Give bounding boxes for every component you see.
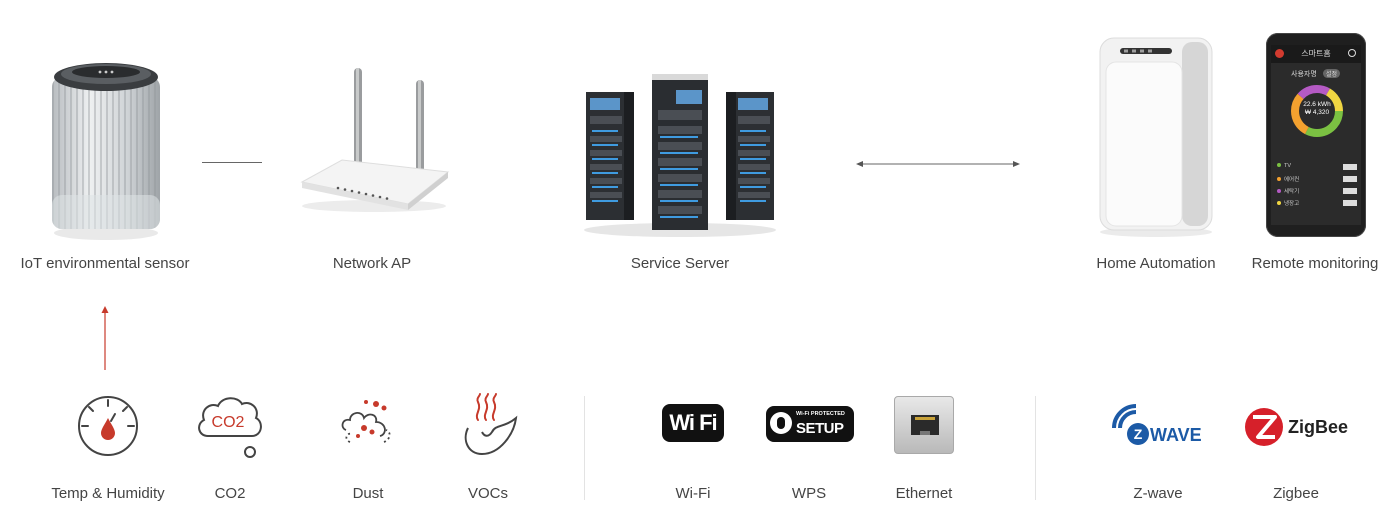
phone-device-list: TV 에어컨 세탁기 냉장고 [1277,163,1357,211]
vocs-label: VOCs [467,485,509,502]
network-ap-label: Network AP [332,255,412,272]
server-rack-center [652,74,708,230]
toggle[interactable] [1343,200,1357,206]
co2-icon: CO2 [194,392,266,460]
ethernet-port-icon [894,396,954,454]
server-home-double-arrow [856,158,1020,170]
home-automation-image [1096,34,1218,238]
list-item[interactable]: 세탁기 [1277,187,1357,199]
phone-screen: 스마트홈 사용자명 설정 22.6 kWh ₩ 4,320 TV 에어컨 세탁기… [1271,45,1361,225]
zigbee-label: Zigbee [1273,485,1319,502]
zwave-label: Z-wave [1133,485,1183,502]
zigbee-logo: ZigBee [1244,406,1352,448]
zigbee-logo-text: ZigBee [1288,417,1348,437]
phone-header-bar: 스마트홈 [1271,45,1361,63]
dust-icon [336,394,400,458]
service-server-label: Service Server [630,255,730,272]
toggle[interactable] [1343,176,1357,182]
wifi-logo: Wi Fi [662,404,724,442]
temp-humidity-icon [76,394,140,458]
iot-sensor-image [44,55,168,241]
phone-settings-icon [1348,49,1356,57]
power-icon [1275,49,1284,58]
wps-label: WPS [791,485,827,502]
wifi-label: Wi-Fi [675,485,711,502]
server-rack-right [726,92,774,220]
iot-sensor-label: IoT environmental sensor [20,255,190,272]
svg-text:Z: Z [1134,426,1143,442]
sensor-to-ap-line [202,162,262,163]
wps-key-icon [770,412,792,434]
wps-logo-top-text: Wi-Fi PROTECTED [796,411,845,417]
wifi-logo-text: Wi Fi [669,410,717,435]
ethernet-label: Ethernet [895,485,953,502]
phone-energy-value: 22.6 kWh [1303,101,1331,108]
separator-sensors-network [584,396,585,500]
zwave-logo-text: WAVE [1150,425,1202,445]
list-item[interactable]: 냉장고 [1277,199,1357,211]
vocs-icon [456,392,520,460]
co2-glyph: CO2 [212,414,245,431]
toggle[interactable] [1343,164,1357,170]
sensor-data-up-arrow [99,306,111,372]
list-item[interactable]: 에어컨 [1277,175,1357,187]
phone-title: 스마트홈 [1301,49,1331,58]
remote-monitoring-phone: 스마트홈 사용자명 설정 22.6 kWh ₩ 4,320 TV 에어컨 세탁기… [1266,33,1366,237]
phone-energy-donut [1289,83,1345,139]
home-automation-label: Home Automation [1096,255,1216,272]
toggle[interactable] [1343,188,1357,194]
network-ap-image [298,64,450,214]
service-server-image [580,70,780,238]
phone-user-badge: 설정 [1323,69,1341,78]
separator-network-protocols [1035,396,1036,500]
phone-user-name: 사용자명 [1291,71,1317,78]
phone-cost-value: ₩ 4,320 [1304,109,1330,116]
server-rack-left [586,92,634,220]
wps-logo: Wi-Fi PROTECTED SETUP [766,406,854,442]
wps-logo-bottom-text: SETUP [796,420,844,437]
list-item[interactable]: TV [1277,163,1357,175]
remote-monitoring-label: Remote monitoring [1251,255,1379,272]
temp-humidity-label: Temp & Humidity [51,485,165,502]
co2-label: CO2 [214,485,246,502]
zwave-logo: Z WAVE [1108,402,1212,446]
dust-label: Dust [352,485,384,502]
